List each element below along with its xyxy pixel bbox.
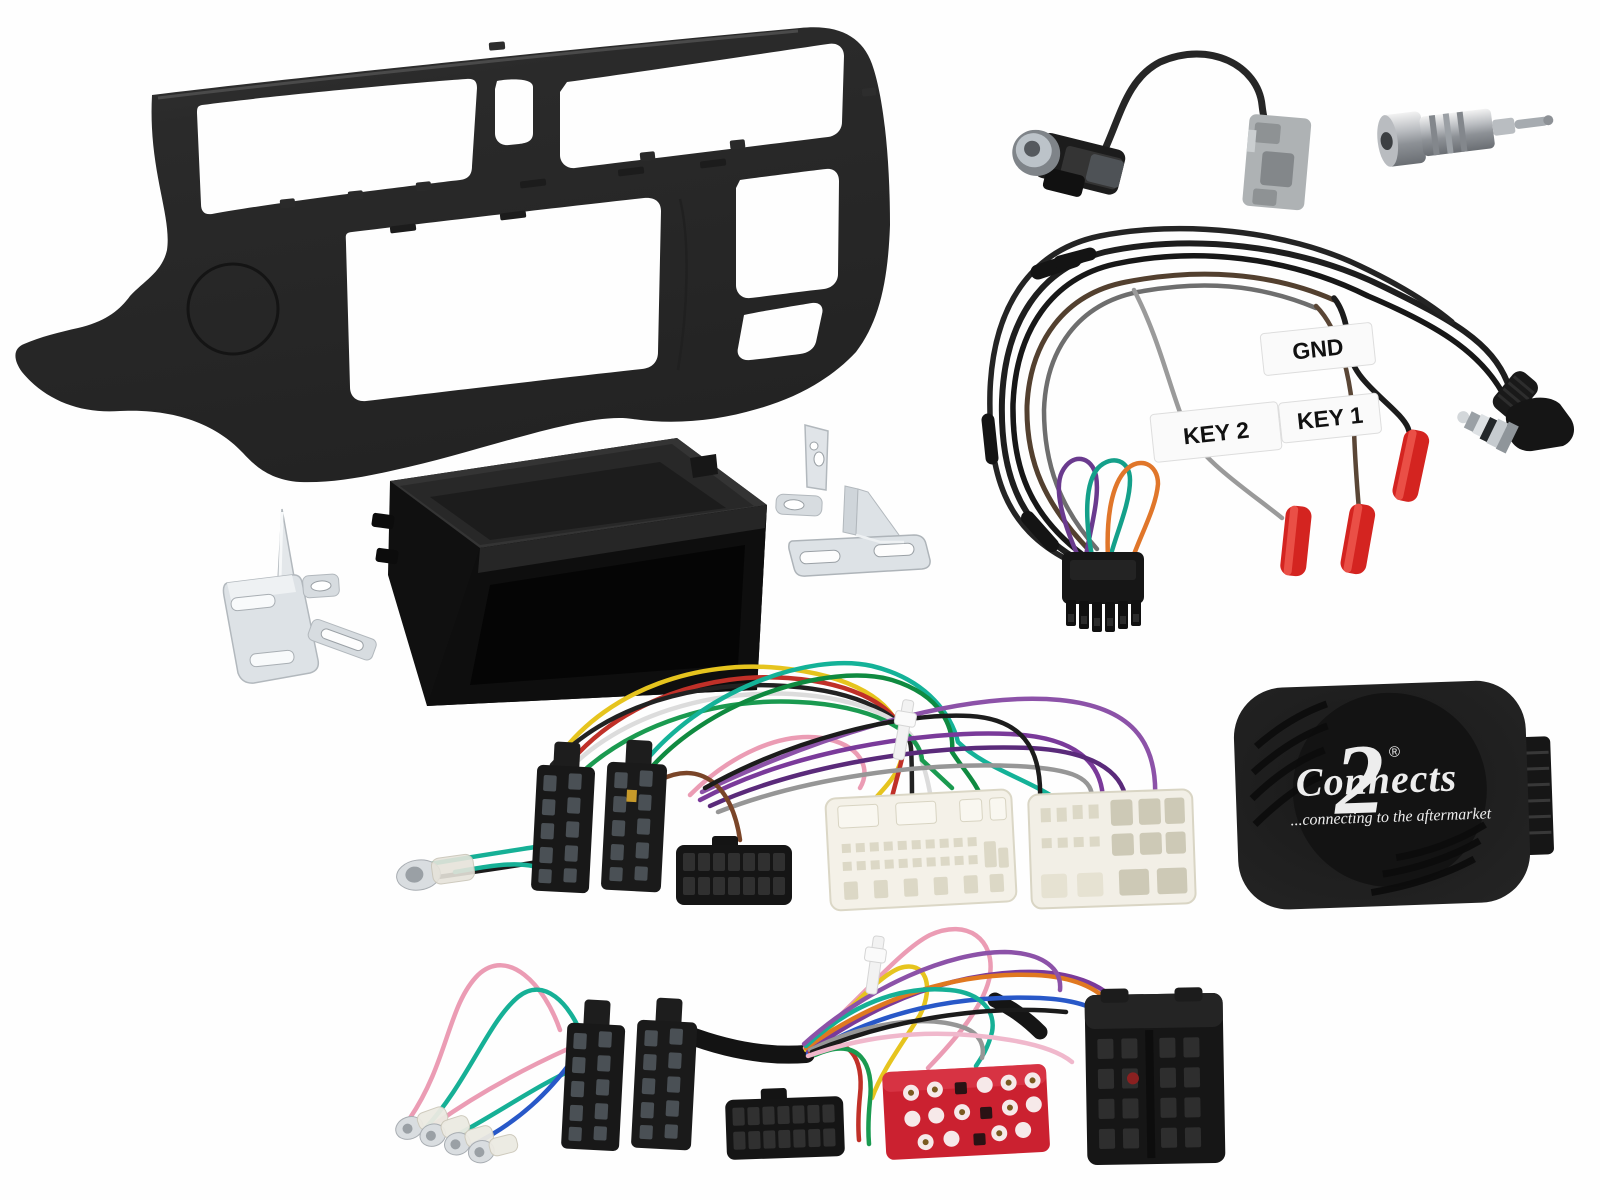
svg-text:2: 2 [1331,723,1387,836]
svg-text:Connects: Connects [1295,754,1458,805]
svg-text:GND: GND [1291,333,1345,364]
svg-text:®: ® [1389,743,1401,760]
